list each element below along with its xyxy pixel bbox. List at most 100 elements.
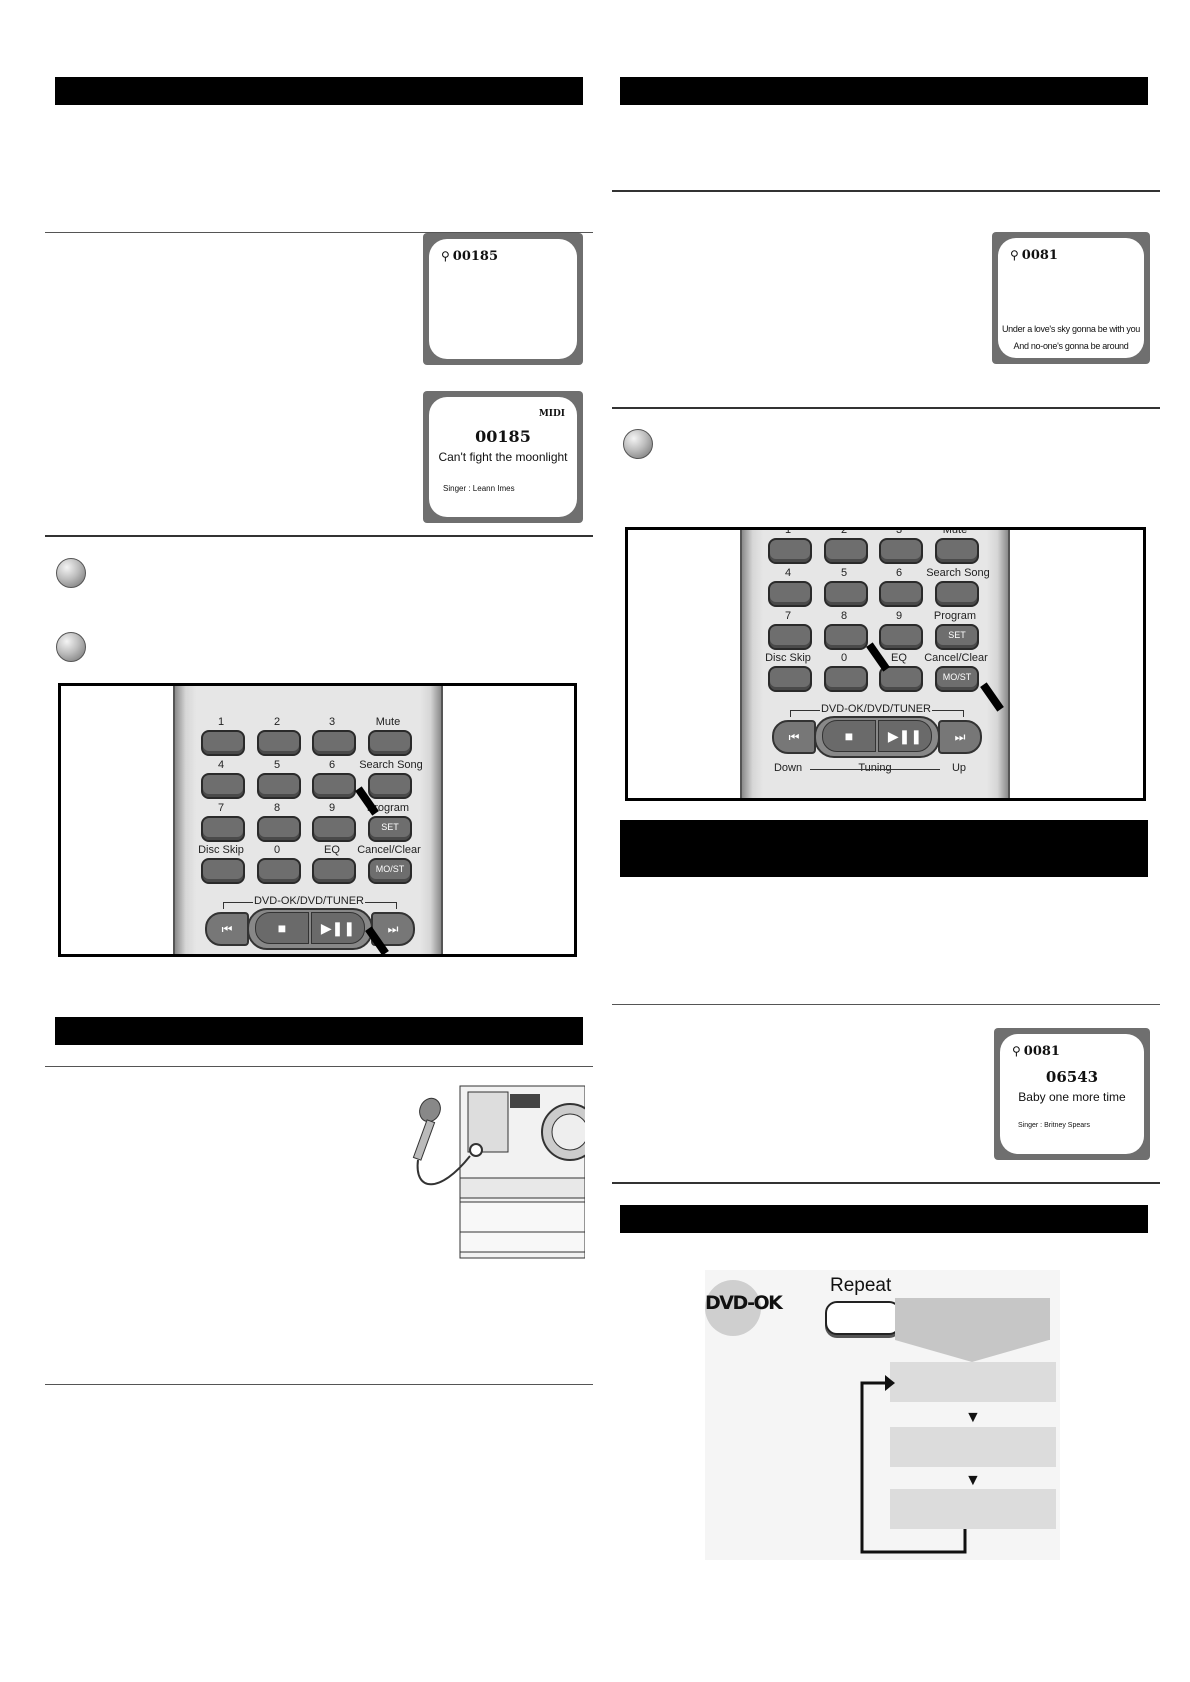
disc-skip-button[interactable] [768, 666, 812, 692]
key-label: Program [933, 610, 977, 622]
section-header-bar [620, 77, 1148, 105]
key-1[interactable] [768, 538, 812, 564]
song-number: 06543 [1045, 1068, 1099, 1086]
skip-forward-button[interactable]: ⏭ [938, 720, 982, 754]
key-label: EQ [891, 652, 907, 664]
key-0[interactable] [257, 858, 301, 884]
key-3[interactable] [312, 730, 356, 756]
repeat-mode-box [890, 1489, 1056, 1529]
key-9[interactable] [879, 624, 923, 650]
section-header-bar [620, 820, 1148, 877]
key-2[interactable] [257, 730, 301, 756]
search-song-button[interactable] [935, 581, 979, 607]
song-number: 00185 [475, 427, 531, 446]
key-8[interactable] [257, 816, 301, 842]
key-label: 9 [895, 610, 903, 622]
dvd-ok-logo [705, 1280, 761, 1336]
stop-button[interactable]: ■ [255, 912, 309, 944]
section-header-bar [620, 1205, 1148, 1233]
lyric-line-2: And no-one's gonna be around [1013, 341, 1129, 351]
key-label: 1 [784, 527, 792, 536]
key-9[interactable] [312, 816, 356, 842]
remote-illustration: 1 2 3 Mute 4 5 6 Search Song 7 8 9 Progr… [58, 683, 577, 957]
disc-skip-button[interactable] [201, 858, 245, 884]
tuning-down-label: Down [773, 762, 803, 774]
microphone-connection-illustration [410, 1082, 599, 1260]
key-5[interactable] [257, 773, 301, 799]
key-2[interactable] [824, 538, 868, 564]
remote-body: 1 2 3 Mute 4 5 6 Search Song 7 8 9 Progr… [173, 686, 443, 954]
key-7[interactable] [201, 816, 245, 842]
stop-button[interactable]: ■ [822, 720, 876, 752]
down-arrow-icon: ▼ [965, 1472, 981, 1489]
divider [45, 1066, 593, 1067]
singer-name: Singer : Leann Imes [443, 484, 515, 493]
down-arrow-icon: ▼ [965, 1409, 981, 1426]
most-label: MO/ST [375, 864, 405, 874]
counter-value: 0081 [1021, 248, 1058, 263]
dvd-ok-logo-text: DVD-OK [705, 1292, 783, 1314]
remote-illustration: 1 2 3 Mute 4 5 6 Search Song 7 8 9 Progr… [625, 527, 1146, 801]
cancel-clear-button[interactable]: MO/ST [368, 858, 412, 884]
set-label: SET [948, 630, 966, 640]
eq-button[interactable] [879, 666, 923, 692]
key-5[interactable] [824, 581, 868, 607]
section-header-bar [55, 77, 583, 105]
step-bullet-icon [56, 632, 86, 662]
section-header-bar [55, 1017, 583, 1045]
karaoke-icon: ⚲ [441, 249, 450, 263]
repeat-button[interactable] [825, 1301, 901, 1335]
key-label: Mute [942, 527, 968, 536]
key-4[interactable] [201, 773, 245, 799]
skip-forward-button[interactable]: ⏭ [371, 912, 415, 946]
repeat-button-label: Repeat [830, 1275, 892, 1296]
program-set-button[interactable]: SET [935, 624, 979, 650]
key-label: 7 [217, 802, 225, 814]
key-8[interactable] [824, 624, 868, 650]
cancel-clear-button[interactable]: MO/ST [935, 666, 979, 692]
key-label: 8 [840, 610, 848, 622]
key-label: 6 [895, 567, 903, 579]
repeat-diagram: DVD-OK Repeat ▼ ▼ [705, 1270, 1060, 1560]
step-bullet-icon [623, 429, 653, 459]
key-0[interactable] [824, 666, 868, 692]
key-label: 9 [328, 802, 336, 814]
key-6[interactable] [879, 581, 923, 607]
key-label: 4 [217, 759, 225, 771]
divider [612, 407, 1160, 409]
tuning-label: Tuning [858, 762, 892, 774]
repeat-mode-box [890, 1427, 1056, 1467]
key-1[interactable] [201, 730, 245, 756]
program-set-button[interactable]: SET [368, 816, 412, 842]
search-song-button[interactable] [368, 773, 412, 799]
midi-badge: MIDI [538, 409, 565, 419]
skip-back-button[interactable]: ⏮ [772, 720, 816, 754]
key-label: 5 [840, 567, 848, 579]
band-label: DVD-OK/DVD/TUNER [253, 895, 365, 907]
tv-screen-counter: ⚲00185 [423, 233, 583, 365]
key-7[interactable] [768, 624, 812, 650]
key-6[interactable] [312, 773, 356, 799]
counter-value: 00185 [452, 249, 499, 264]
key-label: Disc Skip [765, 652, 811, 664]
divider [612, 190, 1160, 192]
counter-value: 0081 [1023, 1044, 1060, 1059]
key-label: 4 [784, 567, 792, 579]
key-label: 2 [273, 716, 281, 728]
key-label: Mute [375, 716, 401, 728]
key-label: 5 [273, 759, 281, 771]
divider [612, 1182, 1160, 1184]
tuning-up-label: Up [951, 762, 967, 774]
play-pause-button[interactable]: ▶❚❚ [878, 720, 932, 752]
press-arrow-shape [895, 1298, 1050, 1340]
eq-button[interactable] [312, 858, 356, 884]
unit-svg [412, 1085, 599, 1259]
play-pause-button[interactable]: ▶❚❚ [311, 912, 365, 944]
mute-button[interactable] [368, 730, 412, 756]
mute-button[interactable] [935, 538, 979, 564]
skip-back-button[interactable]: ⏮ [205, 912, 249, 946]
lyric-line-1: Under a love's sky gonna be with you [1001, 324, 1140, 334]
key-4[interactable] [768, 581, 812, 607]
key-3[interactable] [879, 538, 923, 564]
key-label: Search Song [359, 759, 423, 771]
